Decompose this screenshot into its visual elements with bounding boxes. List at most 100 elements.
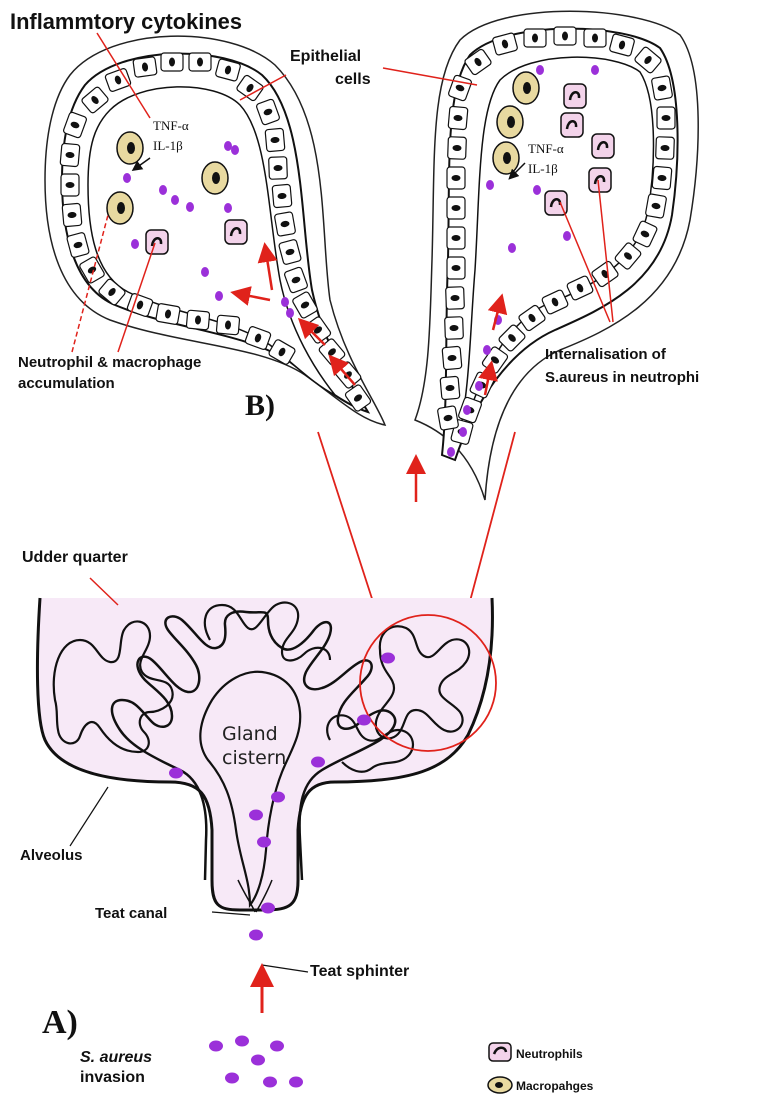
il-1beta-right: IL-1β xyxy=(528,161,558,176)
epithelial-cell xyxy=(447,227,465,249)
epithelial-cell xyxy=(448,137,467,160)
epithelial-cell xyxy=(216,315,239,335)
bacterium xyxy=(249,810,263,821)
bacterium xyxy=(459,427,467,437)
bacterium xyxy=(536,65,544,75)
right-alveolus xyxy=(415,11,698,500)
epithelial-cell xyxy=(584,29,606,47)
panel-b-letter: B) xyxy=(245,389,275,422)
epithelial-cell xyxy=(554,27,576,45)
bacterium xyxy=(508,243,516,253)
macrophage xyxy=(497,106,523,138)
epithelial-cell xyxy=(652,166,672,189)
epithelial-cell xyxy=(651,76,673,101)
invasion-label-line2: invasion xyxy=(80,1069,145,1086)
bacterium xyxy=(257,837,271,848)
epithelial-cell xyxy=(272,184,292,207)
epithelial-cell xyxy=(524,29,546,47)
macrophage xyxy=(513,72,539,104)
bacterium xyxy=(131,239,139,249)
teat-sphinter-label: Teat sphinter xyxy=(310,963,409,980)
panel-a-letter: A) xyxy=(42,1004,78,1041)
bacterium xyxy=(357,715,371,726)
bacterium xyxy=(475,381,483,391)
bacterium xyxy=(281,297,289,307)
bacterium xyxy=(271,792,285,803)
inflammatory-cytokines-label: Inflammtory cytokines xyxy=(10,9,242,34)
bacterium xyxy=(381,653,395,664)
epithelial-cell xyxy=(446,287,465,310)
legend-macrophages-label: Macropahges xyxy=(516,1079,594,1093)
accumulation-label-line2: accumulation xyxy=(18,375,115,392)
teat-canal-label: Teat canal xyxy=(95,905,167,922)
teat-sphinter-leader xyxy=(262,965,308,972)
bacterium xyxy=(171,195,179,205)
accumulation-label-line1: Neutrophil & macrophage xyxy=(18,354,201,371)
bacterium xyxy=(235,1036,249,1047)
bacterium xyxy=(249,930,263,941)
invasion-label-line1: S. aureus xyxy=(80,1049,152,1066)
tnf-alpha-left: TNF-α xyxy=(153,118,189,133)
bacterium xyxy=(289,1077,303,1088)
gland-cistern-label-line2: cistern xyxy=(222,747,286,769)
epithelial-cell xyxy=(447,197,465,219)
bacterium xyxy=(159,185,167,195)
bacterium xyxy=(215,291,223,301)
legend-macrophage-symbol xyxy=(488,1077,512,1093)
bacterium xyxy=(123,173,131,183)
bacterium xyxy=(533,185,541,195)
legend: Neutrophils Macropahges xyxy=(488,1043,594,1093)
bacterium xyxy=(463,405,471,415)
bacterium xyxy=(231,145,239,155)
alveolus-leader xyxy=(70,787,108,846)
macrophage xyxy=(117,132,143,164)
il-1beta-left: IL-1β xyxy=(153,138,183,153)
epithelial-cell xyxy=(62,203,82,226)
udder-quarter-label: Udder quarter xyxy=(22,549,128,566)
epithelial-cell xyxy=(448,106,468,129)
epithelial-cell xyxy=(437,406,459,431)
bacterium xyxy=(224,203,232,213)
macrophage xyxy=(202,162,228,194)
bacterium xyxy=(591,65,599,75)
neutrophil xyxy=(592,134,614,158)
neutrophil xyxy=(146,230,168,254)
epithelial-cell xyxy=(442,346,462,369)
bacterium xyxy=(169,768,183,779)
bacterium xyxy=(270,1041,284,1052)
internalisation-label-line1: Internalisation of xyxy=(545,346,667,363)
legend-neutrophil-symbol xyxy=(489,1043,511,1061)
bacterium xyxy=(486,180,494,190)
epithelial-cell xyxy=(189,53,211,71)
epithelial-cells-label-line1: Epithelial xyxy=(290,48,361,65)
epithelial-cells-label-line2: cells xyxy=(335,71,371,88)
macrophage xyxy=(107,192,133,224)
neutrophil xyxy=(561,113,583,137)
tnf-alpha-right: TNF-α xyxy=(528,141,564,156)
epithelial-cell xyxy=(274,212,296,237)
epithelial-cell xyxy=(445,317,464,340)
bacterium xyxy=(201,267,209,277)
bacterium xyxy=(311,757,325,768)
bacterium xyxy=(225,1073,239,1084)
bacterium xyxy=(251,1055,265,1066)
epithelial-cell xyxy=(645,194,667,219)
epithelial-cell xyxy=(161,53,183,71)
neutrophil xyxy=(589,168,611,192)
gland-cistern-label-line1: Gland xyxy=(222,723,278,745)
epithelial-cell xyxy=(447,257,465,279)
bacterium xyxy=(263,1077,277,1088)
legend-neutrophils-label: Neutrophils xyxy=(516,1047,583,1061)
bacterium xyxy=(224,141,232,151)
neutrophil xyxy=(225,220,247,244)
epithelial-cell xyxy=(156,303,181,325)
epithelial-cell xyxy=(61,174,79,196)
neutrophil xyxy=(564,84,586,108)
alveolus-label: Alveolus xyxy=(20,847,83,864)
bacterium xyxy=(209,1041,223,1052)
teat-canal-leader xyxy=(212,912,250,915)
epithelial-cell xyxy=(133,57,157,78)
epithelial-cell xyxy=(60,143,80,166)
epithelial-cell xyxy=(657,107,675,129)
